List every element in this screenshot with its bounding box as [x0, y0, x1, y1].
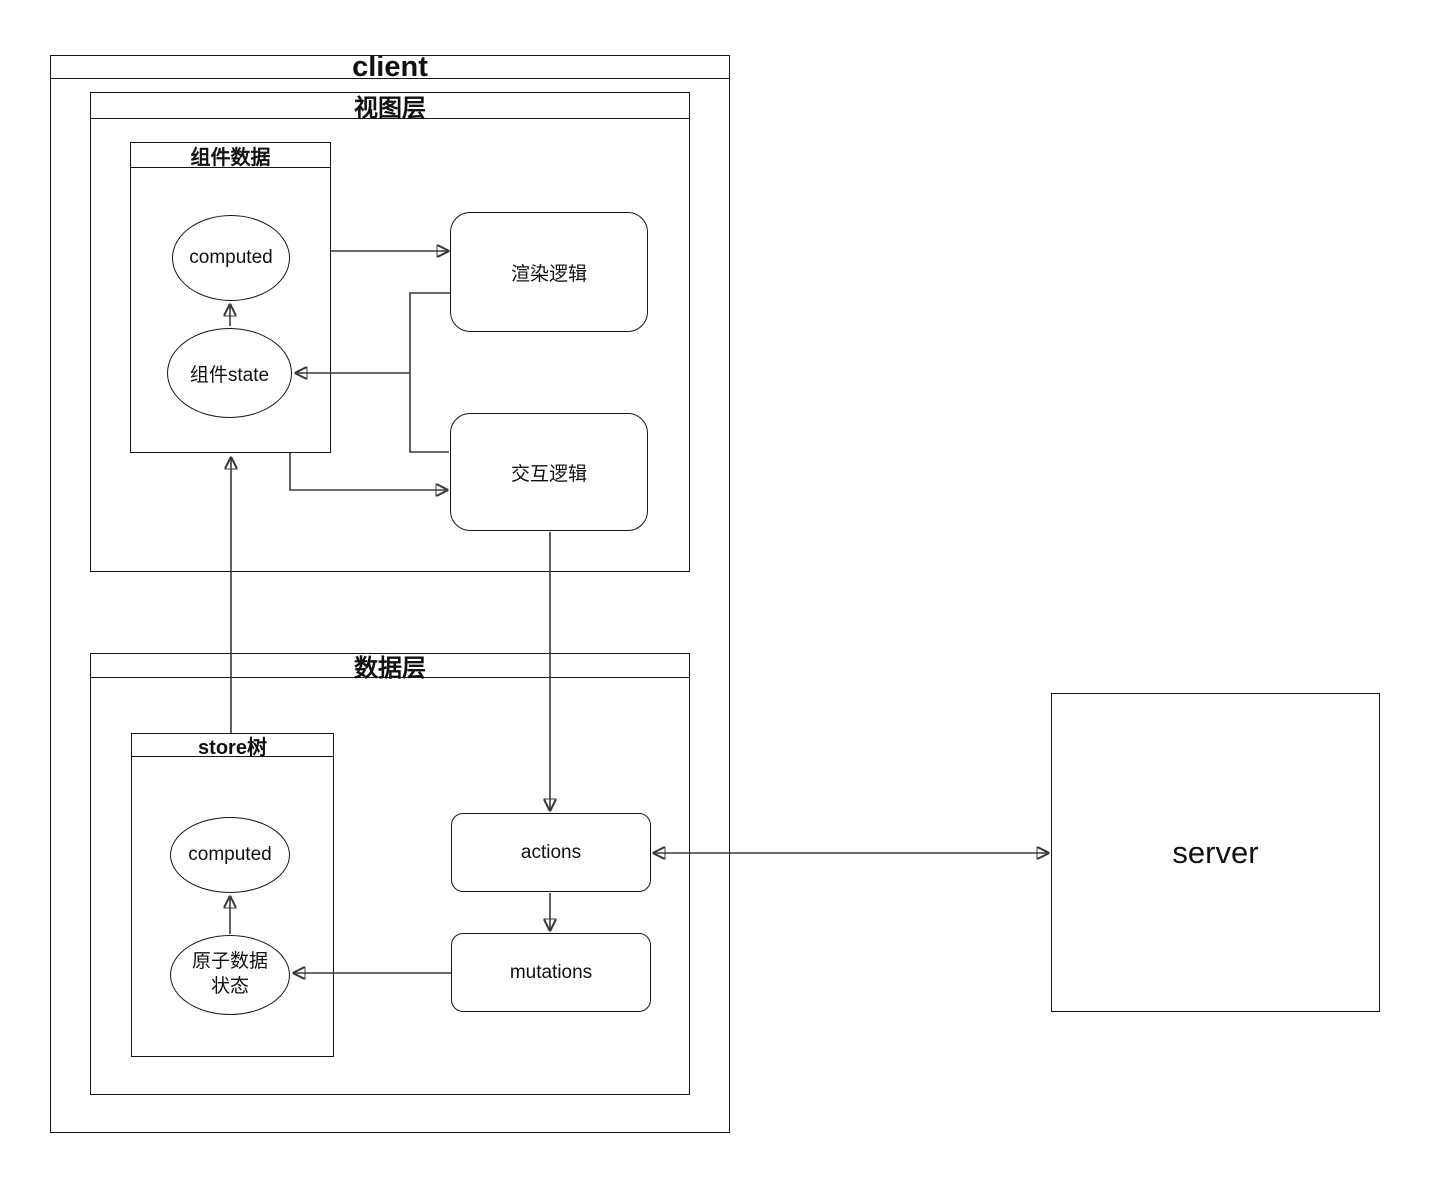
- render-logic-label: 渲染逻辑: [510, 263, 587, 285]
- actions-node: actions: [451, 813, 651, 892]
- interaction-logic-node: 交互逻辑: [450, 413, 648, 531]
- component-computed-ellipse: computed: [172, 215, 290, 301]
- mutations-node: mutations: [451, 933, 651, 1012]
- atomic-state-label: 原子数据 状态: [191, 951, 268, 997]
- atomic-state-ellipse: 原子数据 状态: [170, 935, 290, 1015]
- view-layer-group-box: 视图层: [90, 92, 690, 572]
- data-layer-group-title: 数据层: [91, 654, 689, 682]
- component-data-group-title: 组件数据: [131, 143, 330, 169]
- component-data-group-box: 组件数据: [130, 142, 331, 453]
- server-node: server: [1051, 693, 1380, 1012]
- store-tree-group-box: store树: [131, 733, 334, 1057]
- data-layer-group-box: 数据层: [90, 653, 690, 1095]
- actions-label: actions: [520, 841, 582, 863]
- store-tree-group-title: store树: [132, 734, 333, 759]
- server-node-label: server: [1172, 834, 1259, 870]
- view-layer-group-title: 视图层: [91, 93, 689, 122]
- component-state-ellipse: 组件state: [167, 328, 292, 418]
- interaction-logic-label: 交互逻辑: [510, 463, 587, 485]
- store-computed-label: computed: [188, 844, 272, 865]
- component-state-label: 组件state: [189, 364, 270, 386]
- component-computed-label: computed: [189, 247, 273, 268]
- client-group-box: client: [50, 51, 730, 1133]
- render-logic-node: 渲染逻辑: [450, 212, 648, 332]
- mutations-label: mutations: [509, 961, 593, 983]
- store-computed-ellipse: computed: [170, 817, 290, 893]
- client-group-title: client: [51, 51, 729, 83]
